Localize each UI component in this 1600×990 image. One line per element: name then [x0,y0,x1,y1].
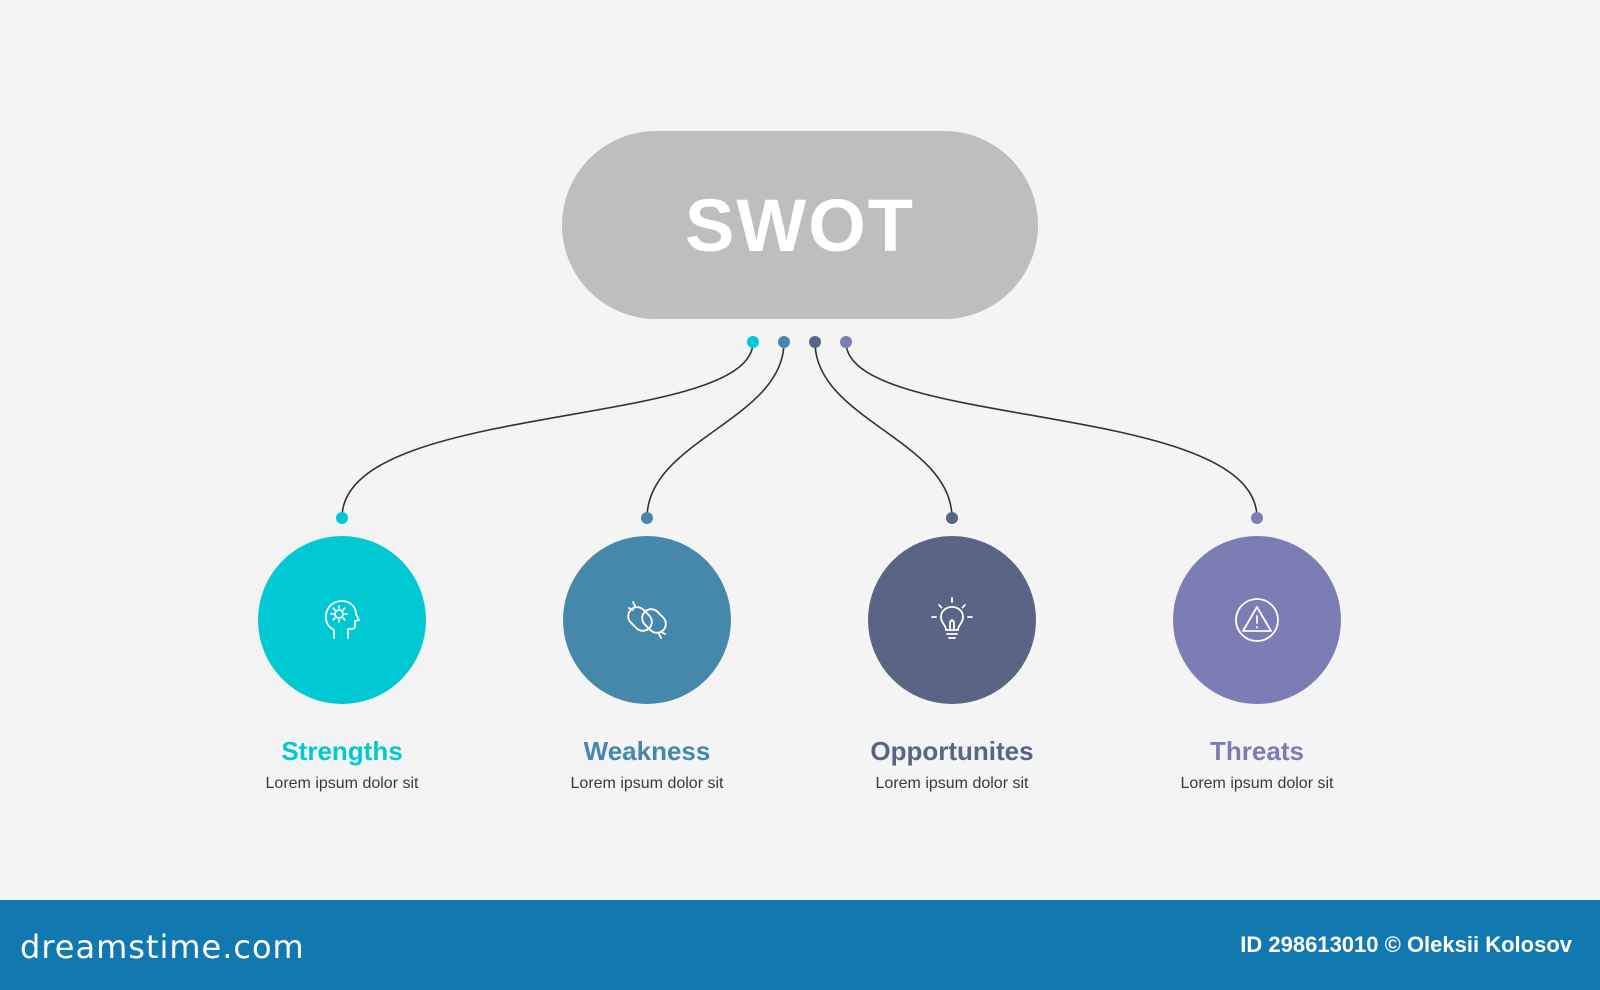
card-title-strengths: Strengths [281,736,403,766]
dot-bottom-strengths [336,512,348,524]
circle-threats [1173,536,1341,704]
card-strengths: Strengths Lorem ipsum dolor sit [212,536,472,793]
connector-opportunities [814,341,953,519]
dot-bottom-threats [1251,512,1263,524]
connector-threats [845,341,1258,519]
diagram-title: SWOT [685,183,915,267]
footer-bar: dreamstime.com ID 298613010 © Oleksii Ko… [0,900,1600,990]
connector-lines [336,336,1263,524]
circle-strengths [258,536,426,704]
card-title-threats: Threats [1210,736,1304,766]
card-text-strengths: Lorem ipsum dolor sit [265,775,419,792]
gear-head-icon [324,600,360,639]
dot-top-opportunities [809,336,821,348]
dot-top-strengths [747,336,759,348]
circle-opportunities [868,536,1036,704]
dot-top-weakness [778,336,790,348]
lightbulb-icon [931,597,973,639]
card-text-opportunities: Lorem ipsum dolor sit [875,775,1029,792]
card-threats: Threats Lorem ipsum dolor sit [1127,536,1387,793]
dot-bottom-opportunities [946,512,958,524]
card-opportunities: Opportunites Lorem ipsum dolor sit [822,536,1082,793]
connector-weakness [646,341,785,519]
card-title-weakness: Weakness [583,736,711,766]
dot-top-threats [840,336,852,348]
card-text-weakness: Lorem ipsum dolor sit [570,775,724,792]
broken-chain-icon [627,601,667,639]
footer-credit: ID 298613010 © Oleksii Kolosov [1240,932,1572,957]
connector-strengths [341,341,754,519]
footer-brand[interactable]: dreamstime.com [20,928,305,966]
card-weakness: Weakness Lorem ipsum dolor sit [517,536,777,793]
circle-weakness [563,536,731,704]
dot-bottom-weakness [641,512,653,524]
swot-title-pill: SWOT [562,131,1038,319]
card-title-opportunities: Opportunites [870,736,1034,766]
card-text-threats: Lorem ipsum dolor sit [1180,775,1334,792]
swot-diagram: SWOT Strengths Lorem ipsum dolor sit [212,131,1387,793]
warning-triangle-icon [1235,598,1279,642]
